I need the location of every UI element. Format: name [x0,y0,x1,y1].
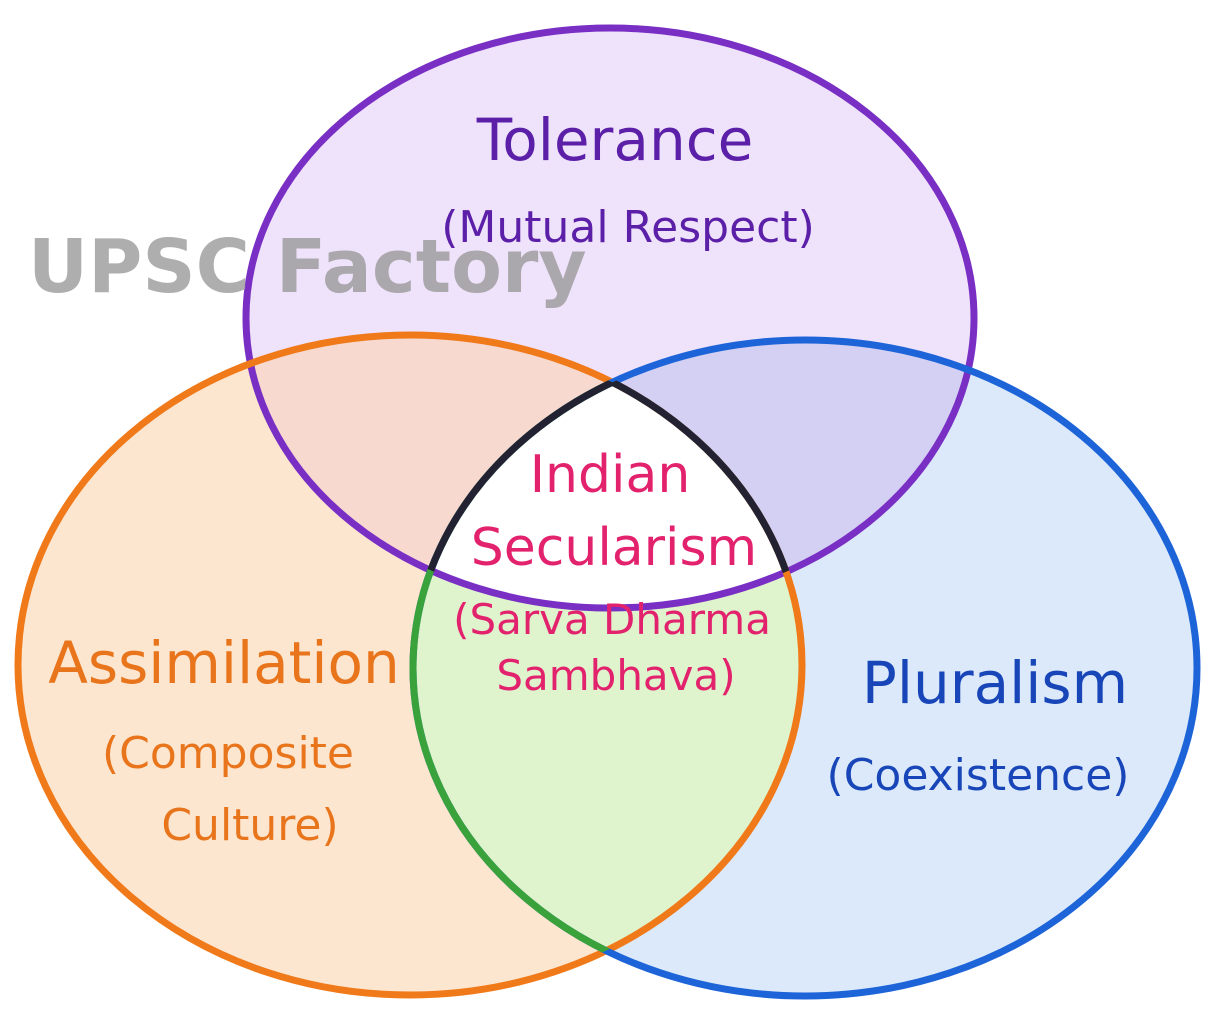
left-right-boundary [409,336,802,995]
right-circle-title: Pluralism [862,649,1128,717]
watermark-text: UPSC Factory [28,224,587,310]
center-region [413,340,802,608]
circle-left-outline [14,331,806,999]
left-circle-title: Assimilation [48,629,400,697]
top-circle-title: Tolerance [476,106,754,174]
left-circle-subtitle-line2: Culture) [161,800,338,851]
circle-top-outline [242,24,978,612]
center-subtitle-line2: Sambhava) [496,651,735,700]
left-circle-subtitle-line1: (Composite [102,728,354,779]
center-title-line1: Indian [530,445,691,505]
right-circle-subtitle: (Coexistence) [827,750,1130,801]
center-title-line2: Secularism [471,518,757,578]
center-subtitle-line1: (Sarva Dharma [453,595,771,644]
top-circle-subtitle: (Mutual Respect) [441,202,815,253]
